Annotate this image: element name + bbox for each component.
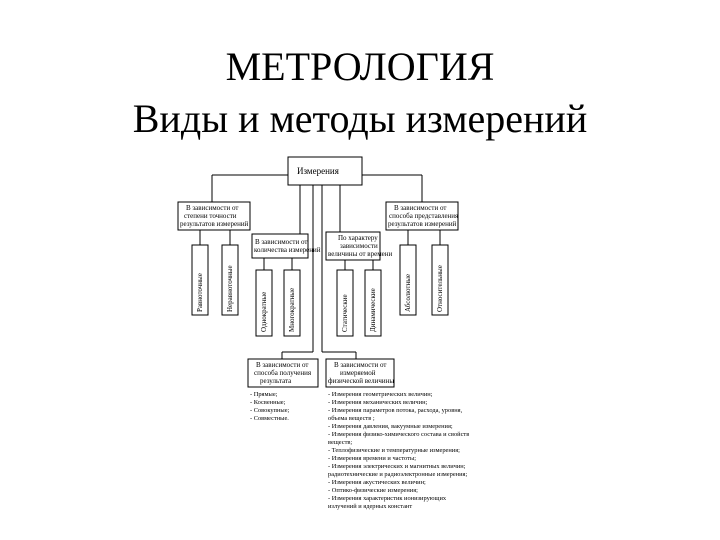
- accuracy-label-3: результатов измерений: [180, 220, 249, 228]
- count-child-box-1: [255, 269, 273, 337]
- accuracy-child-box-1: [191, 244, 209, 316]
- time-label-2: зависимости: [340, 242, 378, 250]
- quantity-box: [325, 358, 395, 388]
- accuracy-box: [177, 201, 251, 231]
- time-child-box-1: [336, 269, 354, 337]
- representation-label-3: результатов измерений: [388, 220, 457, 228]
- method-item: - Прямые;: [250, 391, 278, 398]
- representation-child-2: Относительные: [436, 265, 444, 312]
- accuracy-child-box-2: [221, 244, 239, 316]
- slide-title: МЕТРОЛОГИЯ: [225, 44, 495, 89]
- quantity-list: - Измерения геометрических величин; - Из…: [328, 391, 469, 510]
- quantity-item: объема веществ ;: [328, 415, 375, 422]
- time-box: [325, 231, 381, 261]
- root-label: Измерения: [297, 166, 339, 176]
- accuracy-label-2: степени точности: [184, 212, 237, 220]
- quantity-item: - Измерения физико-химического состава и…: [328, 431, 469, 438]
- quantity-item: радиотехнические и радиоэлектронные изме…: [328, 471, 467, 478]
- quantity-item: - Измерения механических величин;: [328, 399, 427, 406]
- root-box: [287, 156, 363, 186]
- count-label-2: количества измерений: [254, 246, 321, 254]
- accuracy-label-1: В зависимости от: [186, 204, 238, 212]
- method-label-2: способа получения: [254, 369, 312, 377]
- quantity-item: - Измерения характеристик ионизирующих: [328, 495, 447, 502]
- count-child-box-2: [283, 269, 301, 337]
- representation-label-2: способа представления: [389, 212, 459, 220]
- quantity-item: - Измерения времени и частоты;: [328, 455, 416, 462]
- quantity-item: веществ;: [328, 439, 352, 446]
- count-child-1: Однократные: [260, 292, 268, 332]
- representation-child-box-1: [399, 244, 417, 316]
- slide-subtitle: Виды и методы измерений: [132, 96, 588, 141]
- count-label-1: В зависимости от: [255, 238, 307, 246]
- method-item: - Совместные.: [250, 415, 289, 422]
- representation-child-box-2: [431, 244, 449, 316]
- method-item: - Совокупные;: [250, 407, 290, 414]
- method-label-3: результата: [260, 377, 292, 385]
- quantity-item: - Оптико-физические измерения;: [328, 487, 418, 494]
- time-label-3: величины от времени: [328, 250, 392, 258]
- quantity-label-2: измеряемой: [340, 369, 376, 377]
- count-child-2: Многократные: [288, 288, 296, 332]
- quantity-item: - Теплофизические и температурные измере…: [328, 447, 460, 454]
- quantity-label-1: В зависимости от: [334, 361, 386, 369]
- time-child-1: Статические: [341, 294, 349, 332]
- time-label-1: По характеру: [338, 234, 378, 242]
- quantity-item: - Измерения геометрических величин;: [328, 391, 433, 398]
- time-child-2: Динамические: [369, 288, 377, 332]
- quantity-item: излучений и ядерных констант: [328, 503, 412, 510]
- quantity-label-3: физической величины: [328, 377, 394, 385]
- quantity-item: - Измерения параметров потока, расхода, …: [328, 407, 463, 414]
- accuracy-child-2: Неравноточные: [226, 265, 234, 312]
- representation-box: [385, 201, 459, 231]
- representation-child-1: Абсолютные: [404, 274, 412, 312]
- connector-lines: [199, 174, 441, 359]
- method-list: - Прямые; - Косвенные; - Совокупные; - С…: [250, 391, 290, 422]
- count-box: [251, 233, 309, 259]
- quantity-item: - Измерения акустических величин;: [328, 479, 426, 486]
- quantity-item: - Измерения электрических и магнитных ве…: [328, 463, 466, 470]
- method-item: - Косвенные;: [250, 399, 286, 406]
- time-child-box-2: [364, 269, 382, 337]
- quantity-item: - Измерения давления, вакуумные измерени…: [328, 423, 453, 430]
- representation-label-1: В зависимости от: [394, 204, 446, 212]
- accuracy-child-1: Равноточные: [196, 273, 204, 312]
- method-box: [247, 358, 319, 388]
- method-label-1: В зависимости от: [256, 361, 308, 369]
